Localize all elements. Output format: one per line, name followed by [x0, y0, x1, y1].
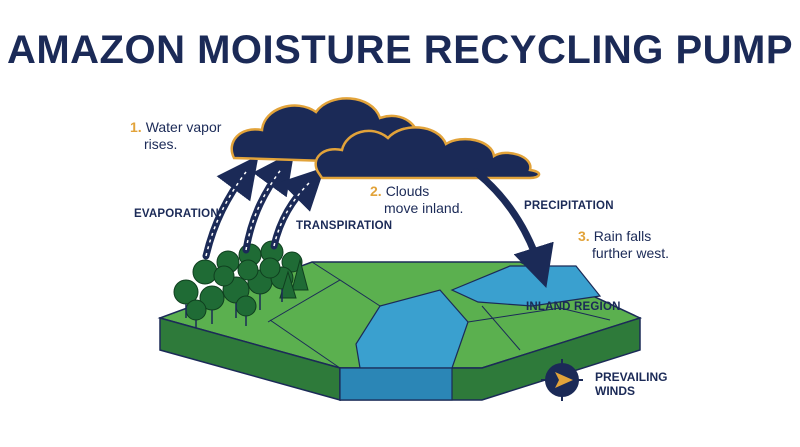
step-text: Clouds	[385, 183, 430, 199]
river-front	[339, 367, 453, 401]
inland-region-label: INLAND REGION	[526, 301, 621, 313]
field-line	[481, 305, 521, 351]
vapor-arrows	[202, 151, 325, 260]
step-text: further west.	[592, 245, 670, 261]
step-2-label: 2.Clouds move inland.	[370, 183, 463, 217]
precipitation-label: PRECIPITATION	[524, 200, 614, 212]
step-text: rises.	[144, 136, 178, 152]
compass-arrow-icon	[541, 359, 583, 401]
step-number: 3.	[578, 228, 590, 244]
step-text: Rain falls	[593, 228, 652, 244]
transpiration-label: TRANSPIRATION	[296, 220, 393, 232]
field-line	[467, 307, 611, 323]
field-line	[269, 319, 341, 369]
precipitation-arrow	[472, 168, 554, 289]
vapor-arrow-dashes	[205, 167, 311, 257]
step-text: Water vapor	[145, 119, 222, 135]
wind-label-line: WINDS	[595, 384, 635, 398]
step-text: move inland.	[384, 200, 464, 216]
transpiration-arrow-2	[270, 167, 325, 250]
step-number: 2.	[370, 183, 382, 199]
prevailing-winds-label: PREVAILING WINDS	[595, 370, 667, 398]
step-3-label: 3.Rain falls further west.	[578, 228, 669, 262]
step-number: 1.	[130, 119, 142, 135]
field-line	[311, 261, 341, 281]
tree-trunks	[185, 289, 283, 328]
transpiration-arrow-1	[242, 151, 295, 254]
step-1-label: 1.Water vapor rises.	[130, 119, 221, 153]
cloud-right	[314, 126, 541, 180]
page-title: AMAZON MOISTURE RECYCLING PUMP	[6, 28, 794, 72]
evaporation-label: EVAPORATION	[134, 208, 219, 220]
wind-label-line: PREVAILING	[595, 370, 668, 384]
forest	[173, 240, 309, 321]
